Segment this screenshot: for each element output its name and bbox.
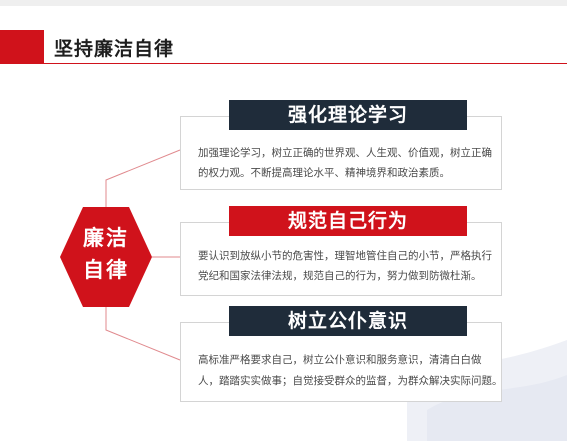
section-text-conduct-line1: 要认识到放纵小节的危害性，理智地管住自己的小节，严格执行 bbox=[198, 250, 492, 262]
center-label: 廉洁 自律 bbox=[60, 222, 152, 286]
section-text-conduct-line2: 党纪和国家法律法规，规范自己的行为，努力做到防微杜渐。 bbox=[198, 270, 482, 282]
section-text-service-line2: 人，踏踏实实做事；自觉接受群众的监督，为群众解决实际问题。 bbox=[198, 375, 503, 387]
section-text-service-line1: 高标准严格要求自己，树立公仆意识和服务意识，清清白白做 bbox=[198, 354, 482, 366]
page-title: 坚持廉洁自律 bbox=[54, 38, 175, 60]
section-heading-service: 树立公仆意识 bbox=[229, 306, 467, 336]
section-text-theory-line2: 的权力观。不断提高理论水平、精神境界和政治素质。 bbox=[198, 167, 450, 179]
title-underline bbox=[44, 63, 567, 64]
top-edge-band bbox=[0, 0, 567, 6]
center-hexagon bbox=[60, 207, 152, 307]
section-heading-conduct: 规范自己行为 bbox=[229, 206, 467, 236]
center-label-line1: 廉洁 bbox=[83, 226, 129, 250]
title-accent-bar bbox=[0, 30, 44, 64]
section-heading-theory: 强化理论学习 bbox=[229, 100, 467, 130]
center-label-line2: 自律 bbox=[83, 258, 129, 282]
section-text-theory-line1: 加强理论学习，树立正确的世界观、人生观、价值观，树立正确 bbox=[198, 147, 492, 159]
